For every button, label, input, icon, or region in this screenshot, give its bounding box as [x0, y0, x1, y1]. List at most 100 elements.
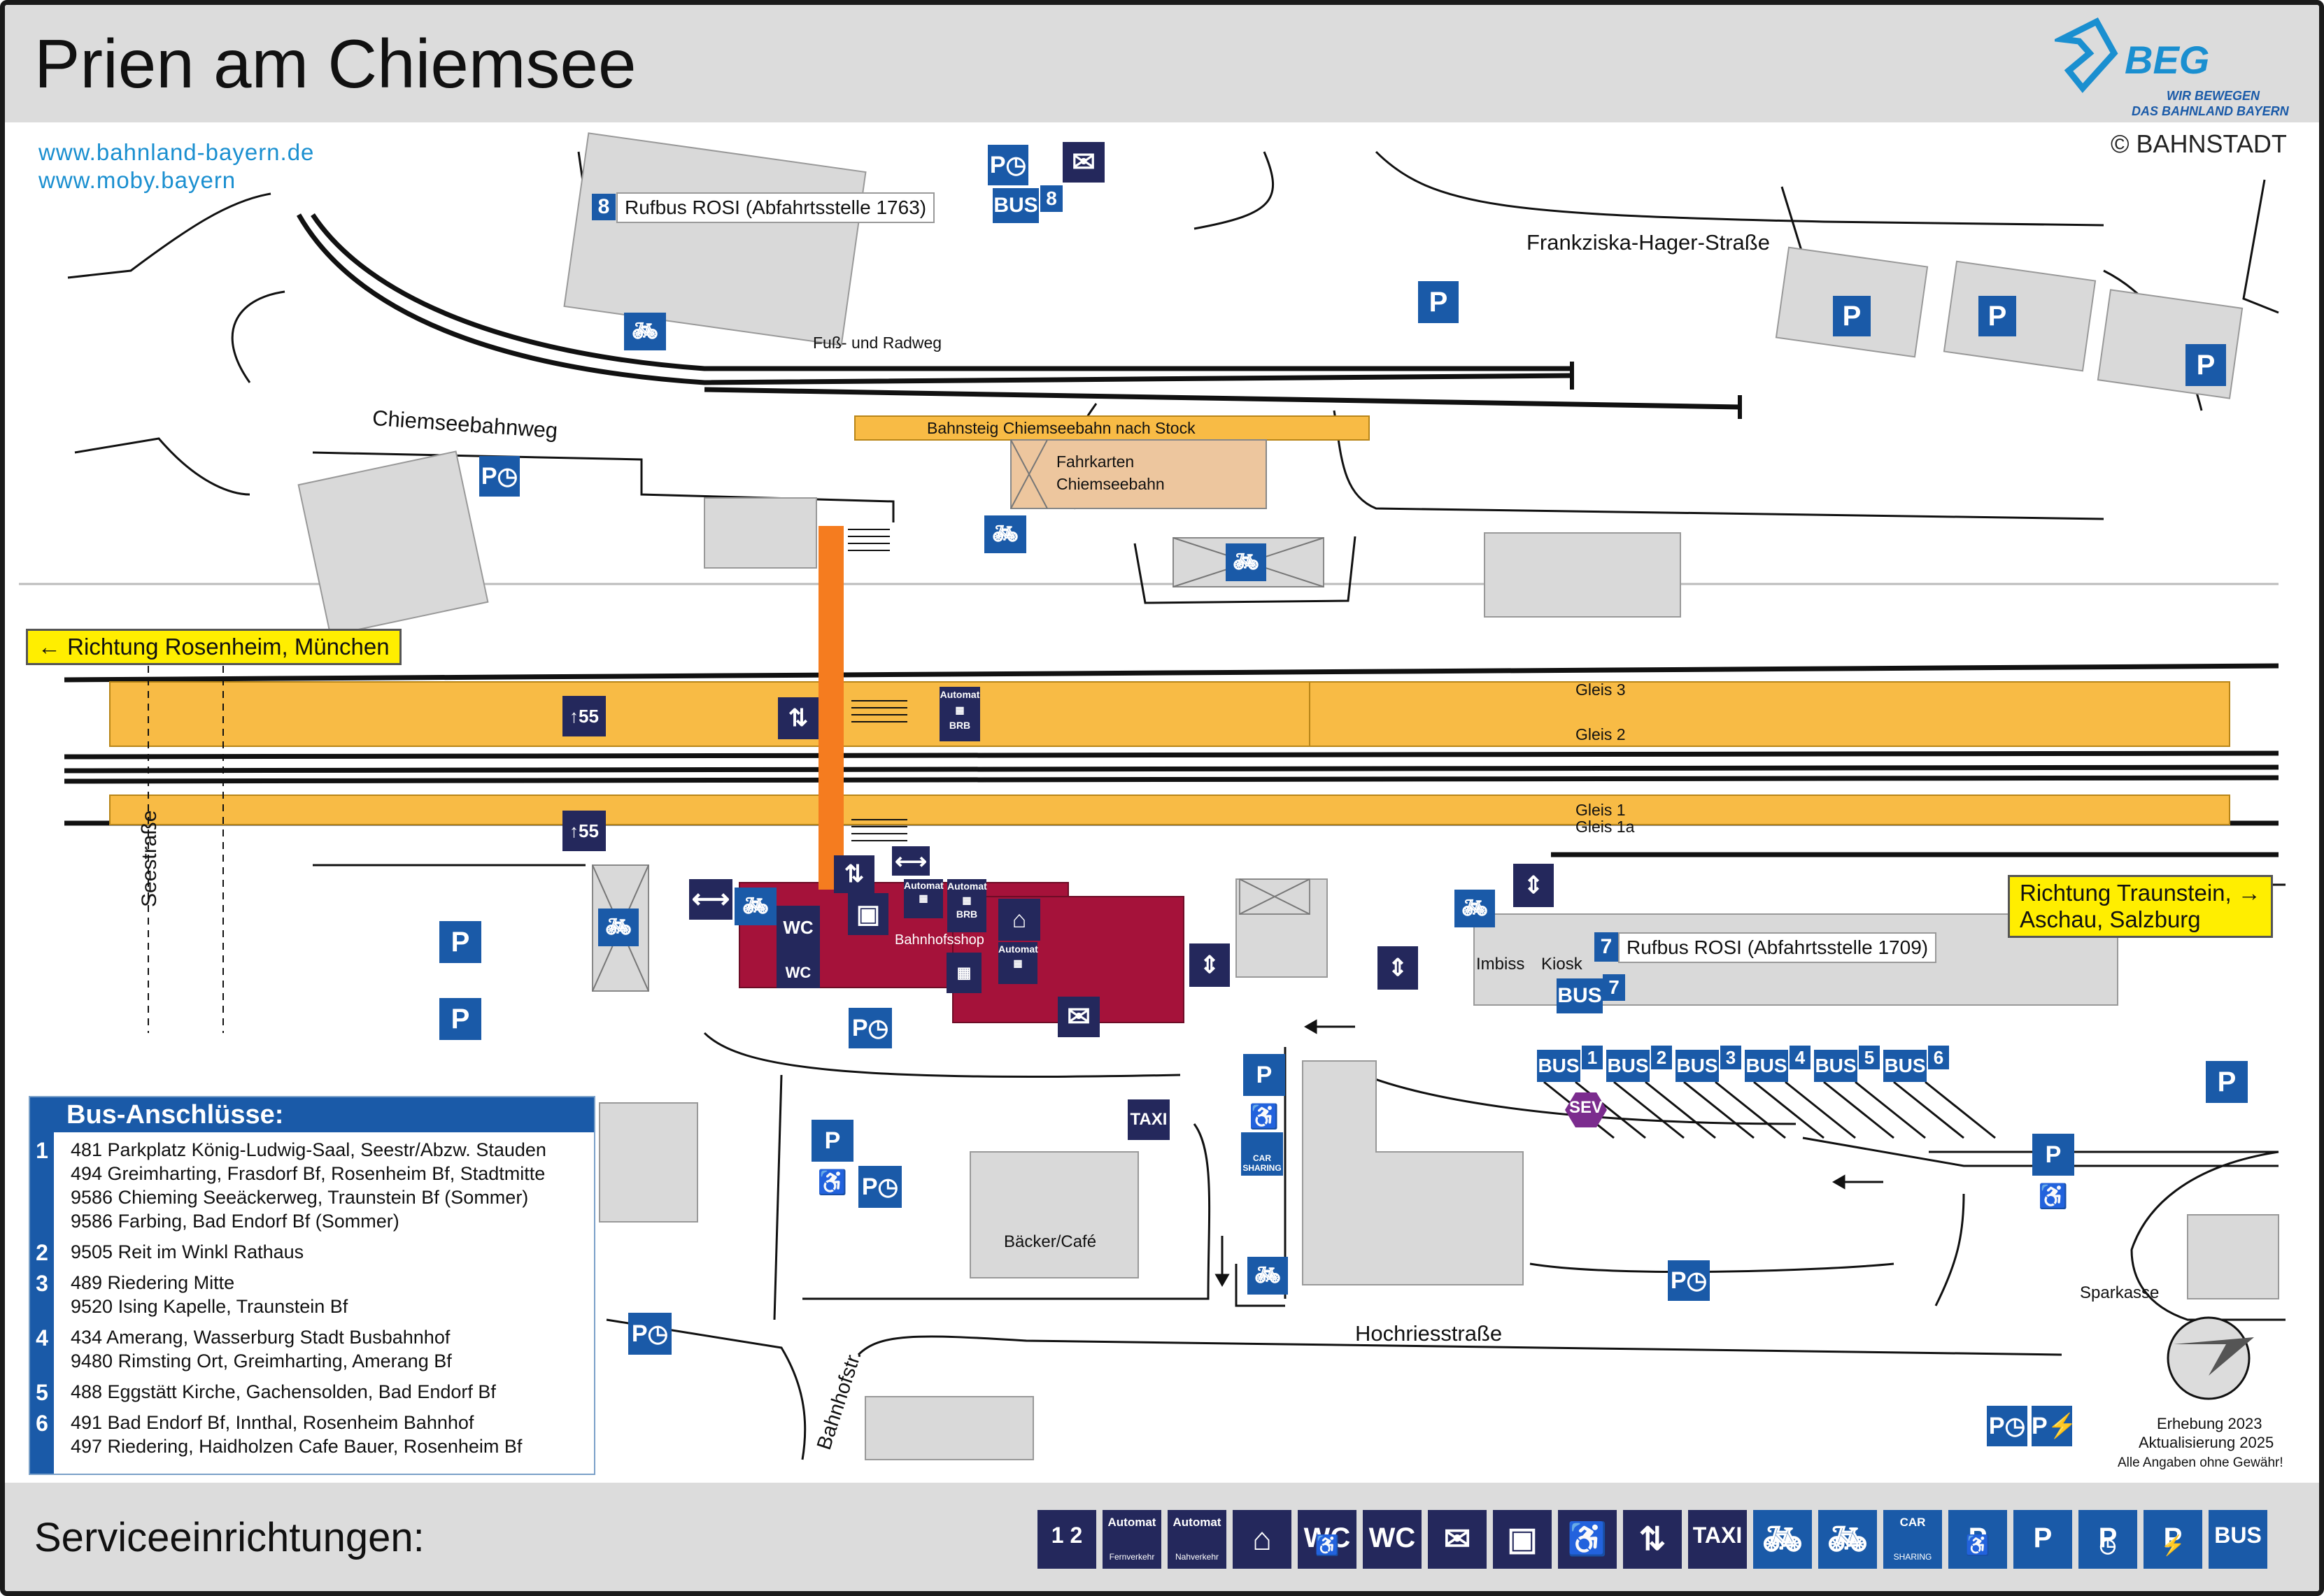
legend-glyph: ⚡ [2160, 1534, 2185, 1556]
gleis-1-label: Gleis 1 [1575, 801, 1626, 819]
short-term-parking-icon: P◷ [988, 145, 1028, 185]
wc-icon: WC [1363, 1510, 1422, 1569]
street-hochriess: Hochriesstraße [1355, 1321, 1503, 1346]
bus-stop-icon: BUS [993, 188, 1039, 223]
rufbus-rosi-label: Rufbus ROSI (Abfahrtsstelle 1709) [1618, 932, 1937, 963]
short-term-parking-icon: P◷ [1987, 1406, 2027, 1446]
short-term-parking-icon: P◷ [479, 456, 520, 497]
legend-text: WC [1303, 1523, 1351, 1553]
rufbus-rosi-label: Rufbus ROSI (Abfahrtsstelle 1763) [616, 192, 935, 223]
platforms [109, 415, 2230, 825]
route-line: 434 Amerang, Wasserburg Stadt Busbahnhof [71, 1327, 451, 1348]
footer-label: Serviceeinrichtungen: [34, 1515, 425, 1560]
route-line: 9480 Rimsting Ort, Greimharting, Amerang… [71, 1351, 452, 1371]
rufbus-stop-number: 7 [1594, 932, 1618, 962]
bus-bay-1-icon: BUS [1537, 1050, 1580, 1082]
route-number: 3 [36, 1271, 48, 1296]
bus-connections-number-strip [30, 1132, 54, 1474]
bus-bay-5-icon: BUS [1814, 1050, 1857, 1082]
mailbox-icon: ✉ [1063, 142, 1105, 183]
street-seestrasse: Seestraße [138, 810, 161, 907]
disabled-parking-icon: P♿ [1243, 1054, 1285, 1130]
platform-height-icon: ↑55 [562, 696, 606, 736]
bike-box-icon: 🚲︎ [1753, 1510, 1812, 1569]
parking-icon: P [439, 998, 481, 1040]
update-note: Aktualisierung 2025 [2139, 1434, 2274, 1451]
legend-glyph: ⌂ [1252, 1520, 1272, 1557]
legend-subtext: SHARING [1893, 1552, 1932, 1562]
bike-box-icon: 🚲︎ [598, 909, 639, 946]
elevator-icon: ⇅ [778, 697, 819, 739]
parking-icon: P [2206, 1061, 2248, 1103]
elevator-icon: ⇕ [1189, 943, 1230, 987]
elevator-icon: ⇅ [1623, 1510, 1682, 1569]
legend-text: 1 2 [1051, 1523, 1083, 1548]
route-line: 9505 Reit im Winkl Rathaus [71, 1241, 304, 1262]
short-term-parking-icon: P◷ [858, 1166, 902, 1208]
route-line: 9520 Ising Kapelle, Traunstein Bf [71, 1296, 348, 1317]
locker-icon: ▣ [1493, 1510, 1552, 1569]
bus-stop-icon: BUS [1557, 978, 1603, 1013]
fahrkarten-label: Fahrkarten [1056, 453, 1135, 471]
ticket-machine-icon: ▦ [947, 953, 982, 993]
elevator-icon: ⇕ [1513, 864, 1554, 907]
gleis-1a-label: Gleis 1a [1575, 818, 1635, 836]
header-band [5, 5, 2319, 122]
bus-bay-number: 4 [1790, 1046, 1811, 1069]
legend-subtext: Nahverkehr [1175, 1552, 1219, 1562]
route-number: 5 [36, 1380, 48, 1405]
bus-bay-number: 3 [1720, 1046, 1741, 1069]
ticket-machine-icon: 1 2 [1037, 1510, 1096, 1569]
bus-bay-number: 6 [1928, 1046, 1949, 1069]
ticket-machine-icon: Automat▦ [998, 942, 1038, 984]
ev-charging-parking-icon: P⚡ [2144, 1510, 2202, 1569]
legend-text: CAR [1899, 1516, 1926, 1529]
elevator-icon: ⇅ [834, 855, 874, 893]
legend-glyph: ▣ [1507, 1520, 1538, 1557]
legend-glyph: ◷ [2099, 1534, 2117, 1556]
bus-stop-number: 8 [1040, 185, 1063, 212]
link-bahnland-bayern[interactable]: www.bahnland-bayern.de [38, 139, 315, 165]
short-term-parking-icon: P◷ [1668, 1260, 1710, 1301]
ticket-machine-brb-icon: Automat▦BRB [947, 879, 987, 932]
bus-connections-title: Bus-Anschlüsse: [30, 1097, 594, 1132]
route-number: 1 [36, 1138, 48, 1163]
legend-glyph: ⇅ [1638, 1520, 1666, 1557]
legend-glyph: 🚲︎ [1827, 1520, 1869, 1557]
legend-text: P [2033, 1523, 2053, 1553]
legend-text: BUS [2214, 1523, 2262, 1548]
parking-icon: P [439, 921, 481, 963]
route-line: 494 Greimharting, Frasdorf Bf, Rosenheim… [71, 1163, 546, 1184]
beg-tagline-2: DAS BAHNLAND BAYERN [2132, 104, 2289, 118]
bike-parking-icon: 🚲︎ [984, 515, 1026, 553]
link-moby-bayern[interactable]: www.moby.bayern [38, 167, 236, 193]
accessible-wc-icon: WC [777, 948, 820, 988]
fahrkarten-building [1010, 439, 1267, 509]
wc-icon: WC [777, 906, 820, 949]
short-term-parking-icon: P◷ [2078, 1510, 2137, 1569]
beg-logo-icon [2055, 17, 2118, 93]
legend-subtext: Fernverkehr [1109, 1552, 1155, 1562]
disabled-parking-icon: P♿ [812, 1120, 853, 1196]
route-line: 497 Riedering, Haidholzen Cafe Bauer, Ro… [71, 1436, 523, 1457]
disclaimer-note: Alle Angaben ohne Gewähr! [2118, 1455, 2283, 1470]
sparkasse-label: Sparkasse [2080, 1283, 2160, 1302]
parking-icon: P [2013, 1510, 2072, 1569]
direction-east-sign: Richtung Traunstein, →Aschau, Salzburg [2008, 875, 2273, 938]
platform-chiemseebahn-label: Bahnsteig Chiemseebahn nach Stock [927, 419, 1196, 437]
accessible-wc-icon: WC♿ [1298, 1510, 1356, 1569]
ticket-machine-icon: Automat▦ [904, 879, 944, 918]
bike-box-icon: 🚲︎ [1226, 543, 1266, 581]
parking-icon: P [2185, 344, 2226, 386]
short-term-parking-icon: P◷ [849, 1008, 892, 1048]
fahrkarten-label-2: Chiemseebahn [1056, 475, 1165, 493]
sev-hexagon [1565, 1092, 1607, 1127]
direction-west-sign: ← Richtung Rosenheim, München [26, 629, 402, 665]
mailbox-icon: ✉ [1058, 997, 1100, 1037]
route-line: 9586 Farbing, Bad Endorf Bf (Sommer) [71, 1211, 399, 1232]
sev-label: SEV [1569, 1098, 1603, 1117]
legend-text: P [2163, 1523, 2183, 1553]
